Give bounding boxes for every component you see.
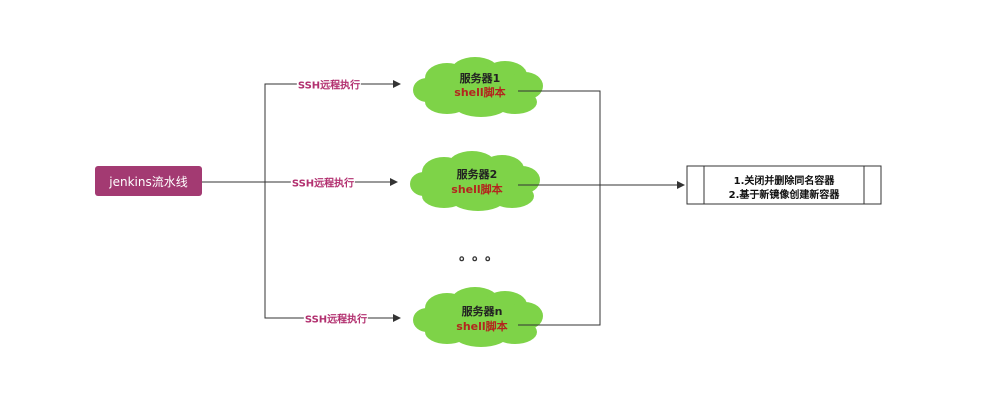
servern-script: shell脚本 bbox=[456, 320, 508, 333]
jenkins-pipeline-label: jenkins流水线 bbox=[109, 174, 188, 189]
servern-name: 服务器n bbox=[461, 305, 503, 318]
result-box bbox=[686, 165, 882, 205]
jenkins-pipeline-node: jenkins流水线 bbox=[95, 166, 202, 196]
result-step-2: 2.基于新镜像创建新容器 bbox=[728, 190, 840, 201]
server2-script: shell脚本 bbox=[451, 183, 503, 196]
link-pipeline-server1 bbox=[202, 80, 401, 183]
result-step-1: 1.关闭并删除同名容器 bbox=[733, 176, 835, 187]
more-servers-ellipsis: 。。。 bbox=[459, 248, 505, 264]
link-server1-result bbox=[518, 90, 601, 326]
ssh-label-servern: SSH远程执行 bbox=[303, 310, 369, 326]
ssh-label-server1: SSH远程执行 bbox=[296, 76, 362, 92]
server1-script: shell脚本 bbox=[454, 86, 506, 99]
server1-name: 服务器1 bbox=[459, 72, 501, 85]
server2-name: 服务器2 bbox=[456, 168, 498, 181]
ssh-label-server2: SSH远程执行 bbox=[290, 174, 356, 190]
link-pipeline-servern bbox=[264, 182, 401, 322]
